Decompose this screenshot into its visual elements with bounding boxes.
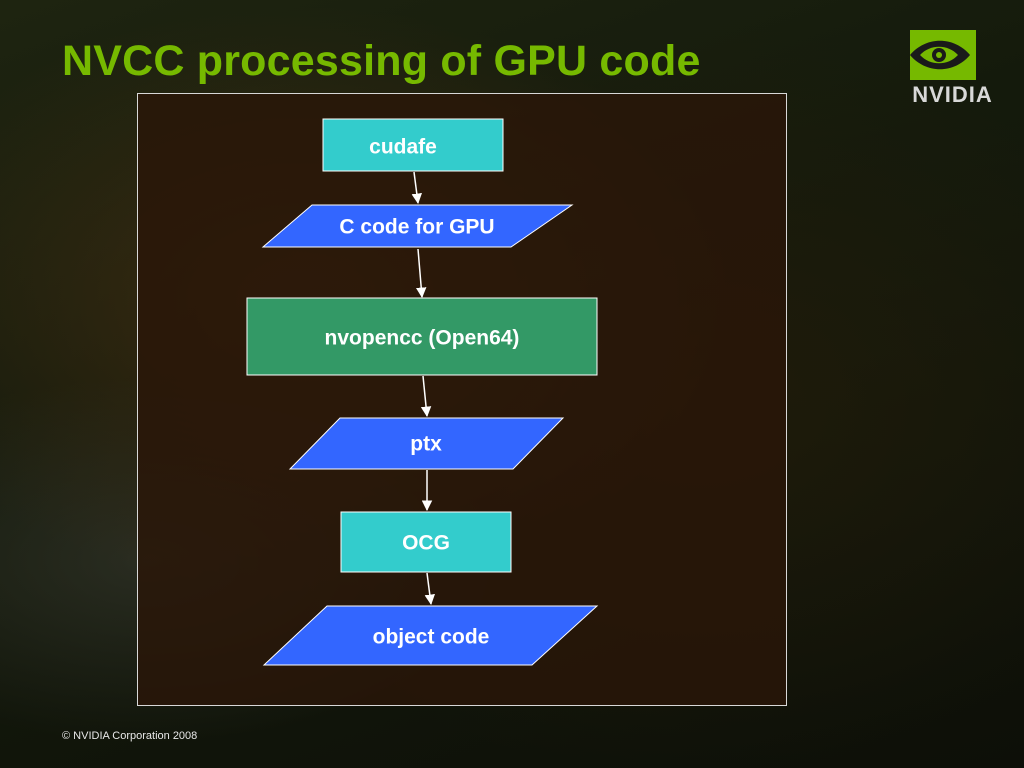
copyright-footer: © NVIDIA Corporation 2008: [62, 730, 198, 742]
nvidia-logo: NVIDIA: [900, 28, 1005, 108]
node-cudafe: cudafe: [322, 118, 504, 172]
slide-title: NVCC processing of GPU code: [62, 37, 701, 85]
diagram-panel: [137, 93, 787, 706]
logo-wordmark: NVIDIA: [912, 82, 993, 107]
node-object-code-label: object code: [373, 626, 490, 649]
node-cudafe-label: cudafe: [369, 136, 437, 159]
node-ocg: OCG: [340, 511, 512, 573]
node-ptx-label: ptx: [410, 433, 442, 456]
node-c-code-for-gpu-label: C code for GPU: [339, 216, 494, 239]
edge-ocg-to-object-code: [424, 572, 435, 606]
edge-c-code-to-nvopencc: [415, 248, 427, 299]
node-object-code: object code: [262, 605, 599, 666]
node-nvopencc-label: nvopencc (Open64): [325, 327, 520, 350]
edge-cudafe-to-c-code: [411, 171, 422, 205]
node-nvopencc: nvopencc (Open64): [246, 297, 598, 376]
nvidia-eye-icon: [910, 30, 976, 80]
node-c-code-for-gpu: C code for GPU: [261, 204, 574, 248]
edge-nvopencc-to-ptx: [420, 375, 432, 418]
node-ocg-label: OCG: [402, 532, 450, 555]
node-ptx: ptx: [288, 417, 565, 470]
